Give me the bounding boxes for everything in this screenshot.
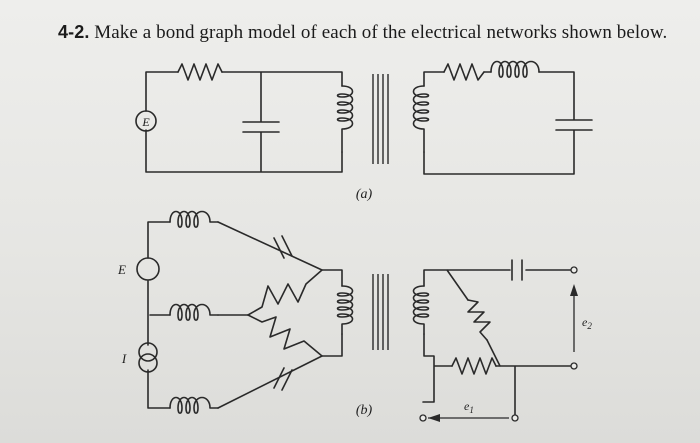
circuit-a: E (a)	[135, 60, 593, 202]
resistor-b4-icon	[451, 357, 497, 375]
input-voltage-label: e1	[464, 399, 474, 415]
inductor-b3-icon	[169, 396, 219, 415]
transformer-a-core	[372, 74, 389, 164]
output-arrowhead-icon	[570, 284, 578, 296]
current-source-b-label: I	[121, 351, 127, 366]
voltage-source-b-icon	[136, 257, 160, 281]
resistor-a2-icon	[443, 63, 485, 81]
inductor-b1-icon	[169, 210, 219, 229]
capacitor-b2-icon	[273, 367, 293, 391]
resistor-b3-icon	[467, 299, 491, 341]
resistor-b1-icon	[247, 269, 323, 316]
circuit-a-wiring	[145, 71, 593, 175]
problem-text: Make a bond graph model of each of the e…	[94, 22, 668, 43]
resistor-b2-icon	[247, 314, 323, 357]
caption-a: (a)	[356, 187, 373, 202]
transformer-b-secondary-icon	[412, 285, 430, 335]
input-arrowhead-icon	[428, 414, 440, 422]
circuit-b-wiring	[147, 221, 575, 419]
terminal-nodes	[419, 266, 578, 422]
problem-statement: 4-2. Make a bond graph model of each of …	[58, 22, 667, 44]
transformer-b-core	[372, 274, 389, 350]
capacitor-b1-icon	[273, 235, 293, 259]
problem-number: 4-2.	[58, 22, 90, 42]
capacitor-b3-icon	[511, 259, 523, 281]
caption-b: (b)	[356, 403, 373, 418]
current-source-b-icon	[138, 342, 158, 373]
inductor-a-icon	[490, 60, 540, 79]
voltage-source-a-icon	[135, 110, 157, 132]
transformer-a-secondary-icon	[412, 85, 430, 153]
transformer-a-primary-icon	[336, 85, 354, 153]
circuit-b: E I e2 e1 (b)	[117, 210, 592, 422]
source-a-label: E	[141, 115, 150, 129]
transformer-b-primary-icon	[336, 285, 354, 335]
output-voltage-label: e2	[582, 315, 592, 331]
inductor-b2-icon	[169, 303, 219, 322]
voltage-source-b-label: E	[117, 262, 126, 277]
resistor-a1-icon	[177, 63, 223, 81]
